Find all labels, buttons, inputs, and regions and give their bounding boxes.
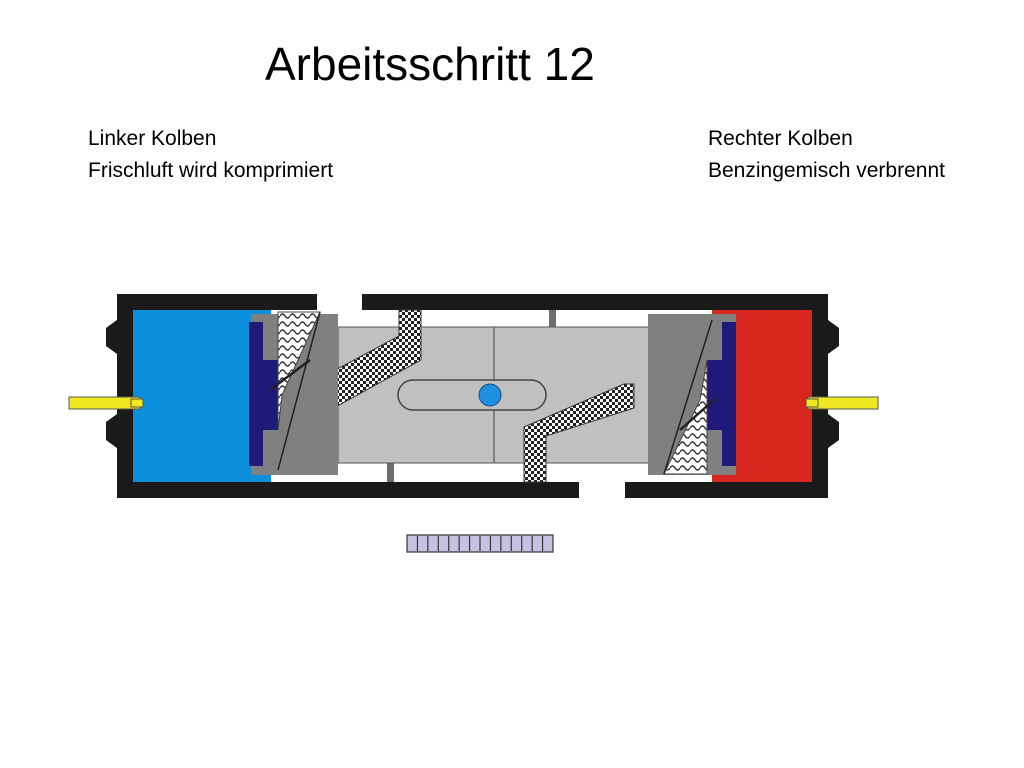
right-piston-body <box>648 314 736 475</box>
left-piston <box>249 311 338 475</box>
housing-bottom-left-wall <box>117 482 579 498</box>
right-upper-knob <box>828 320 839 354</box>
left-piston-diagonal <box>277 311 321 471</box>
left-lower-knob <box>106 414 117 448</box>
page-title: Arbeitsschritt 12 <box>265 38 595 90</box>
housing-right-wall <box>812 294 828 498</box>
support-post-bottom-left <box>387 463 394 482</box>
left-piston-link <box>269 359 311 391</box>
right-piston-labels: Rechter Kolben Benzingemisch verbrennt <box>708 123 945 187</box>
right-piston-heading: Rechter Kolben <box>708 127 853 150</box>
left-shaft <box>68 396 144 410</box>
right-piston <box>648 314 736 475</box>
left-piston-skirt-hatch <box>277 311 321 431</box>
left-shaft-rod <box>68 396 141 410</box>
right-shaft <box>805 396 879 410</box>
right-piston-crown <box>707 322 736 466</box>
left-piston-body <box>251 314 338 475</box>
support-post-top <box>549 310 556 327</box>
housing-bottom-right-wall <box>625 482 828 498</box>
rotor-slot <box>397 379 547 411</box>
right-shaft-tip <box>805 398 819 408</box>
housing-top-right-wall <box>362 294 828 310</box>
housing-left-wall <box>117 294 133 498</box>
left-upper-knob <box>106 320 117 354</box>
left-piston-labels: Linker Kolben Frischluft wird komprimier… <box>88 123 333 187</box>
gear-rack <box>406 534 554 553</box>
left-piston-crown <box>249 322 278 466</box>
left-piston-heading: Linker Kolben <box>88 127 217 150</box>
right-piston-description: Benzingemisch verbrennt <box>708 159 945 182</box>
left-shaft-tip <box>130 398 144 408</box>
right-lower-knob <box>828 414 839 448</box>
right-piston-diagonal <box>663 319 713 475</box>
housing <box>106 294 839 498</box>
left-piston-description: Frischluft wird komprimiert <box>88 159 334 182</box>
left-chamber <box>133 310 271 482</box>
right-connecting-rod <box>523 383 635 483</box>
right-piston-link <box>679 397 717 431</box>
housing-top-left-wall <box>117 294 317 310</box>
axle-icon <box>478 383 502 407</box>
